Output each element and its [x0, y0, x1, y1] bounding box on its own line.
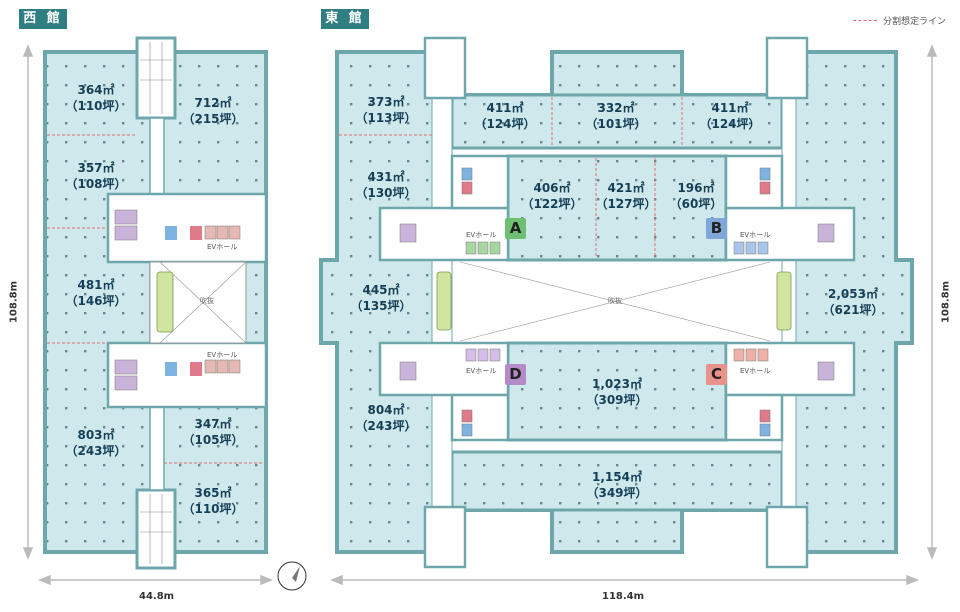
west-area-7: 365㎡（110坪） — [182, 486, 244, 516]
east-area-13: 1,154㎡（349坪） — [586, 470, 648, 500]
east-height-dimension: 108.8m — [940, 280, 952, 324]
west-area-3: 357㎡（108坪） — [65, 161, 127, 191]
zone-a-marker: A — [505, 218, 526, 239]
west-height-dimension: 108.8m — [8, 280, 20, 324]
west-core-bottom — [135, 488, 177, 570]
east-width-dimension: 118.4m — [602, 591, 645, 602]
west-building-title: 西 館 — [19, 9, 67, 29]
west-ev-hall-label-upper: EVホール — [207, 243, 238, 251]
west-void-label: 吹抜 — [200, 297, 214, 305]
east-building-title: 東 館 — [321, 9, 369, 29]
legend: 分割想定ライン — [852, 14, 946, 27]
east-area-7: 421㎡（127坪） — [595, 181, 657, 211]
north-arrow-icon — [277, 561, 307, 591]
east-ev-hall-label-b: EVホール — [740, 231, 771, 239]
east-area-3: 332㎡（101坪） — [585, 101, 647, 131]
east-area-5: 431㎡（130坪） — [355, 170, 417, 200]
west-area-2: 712㎡（215坪） — [182, 96, 244, 126]
east-area-8: 196㎡（60坪） — [669, 181, 723, 211]
east-ev-hall-label-a: EVホール — [466, 231, 497, 239]
west-area-4: 481㎡（146坪） — [65, 278, 127, 308]
west-building — [43, 36, 268, 570]
west-ev-hall-label-lower: EVホール — [207, 351, 238, 359]
zone-c-marker: C — [706, 364, 727, 385]
east-area-1: 373㎡（113坪） — [355, 95, 417, 125]
east-building — [319, 36, 914, 569]
west-core-top — [135, 36, 177, 120]
east-ev-hall-label-c: EVホール — [740, 367, 771, 375]
east-void — [432, 260, 795, 343]
west-width-dimension: 44.8m — [139, 591, 175, 602]
west-area-6: 347㎡（105坪） — [182, 417, 244, 447]
east-area-4: 411㎡（124坪） — [699, 101, 761, 131]
legend-label: 分割想定ライン — [882, 17, 946, 27]
zone-d-marker: D — [505, 364, 526, 385]
dashed-line-swatch — [852, 20, 877, 21]
east-area-6: 406㎡（122坪） — [521, 181, 583, 211]
east-ev-hall-label-d: EVホール — [466, 367, 497, 375]
west-area-1: 364㎡（110坪） — [65, 83, 127, 113]
east-area-2: 411㎡（124坪） — [474, 101, 536, 131]
east-area-12: 1,023㎡（309坪） — [586, 377, 648, 407]
west-core-lower — [106, 341, 268, 409]
east-area-9: 445㎡（135坪） — [350, 283, 412, 313]
east-area-11: 804㎡（243坪） — [355, 403, 417, 433]
east-void-label: 吹抜 — [608, 297, 622, 305]
zone-b-marker: B — [706, 218, 727, 239]
east-area-10: 2,053㎡（621坪） — [822, 287, 884, 317]
west-area-5: 803㎡（243坪） — [65, 428, 127, 458]
